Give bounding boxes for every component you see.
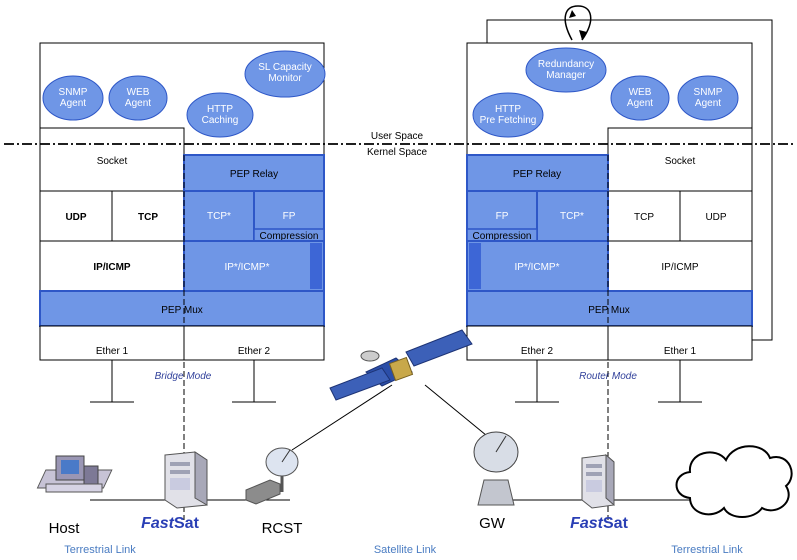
bridge-mode-label: Bridge Mode <box>155 371 212 382</box>
left-ether1-label: Ether 1 <box>96 346 129 357</box>
right-tcp-label: TCP <box>634 212 654 223</box>
gw-label: GW <box>479 515 506 532</box>
server-tower-icon <box>581 453 615 509</box>
modem-icon <box>245 479 281 505</box>
http-pre-fetching-bubble <box>472 92 544 138</box>
right-fp-label: FP <box>496 211 509 222</box>
host-label: Host <box>49 520 81 537</box>
redundancy-loop-arrow <box>564 5 592 41</box>
right-snmp-agent-bubble <box>677 75 739 121</box>
svg-text:Sat: Sat <box>603 515 629 532</box>
satellite-dish-icon <box>265 447 299 492</box>
left-compression-label: Compression <box>260 231 319 242</box>
left-ip-star-label: IP*/ICMP* <box>224 262 269 273</box>
left-ether2-label: Ether 2 <box>238 346 271 357</box>
redundancy-manager-bubble <box>525 47 607 93</box>
right-ip-icmp-label: IP/ICMP <box>661 262 699 273</box>
left-udp-label: UDP <box>65 212 86 223</box>
satellite-icon <box>329 329 473 401</box>
uplink-rcst <box>291 384 393 451</box>
right-ether2-label: Ether 2 <box>521 346 554 357</box>
user-space-label: User Space <box>371 131 424 142</box>
svg-text:Sat: Sat <box>174 515 200 532</box>
router-mode-label: Router Mode <box>579 371 637 382</box>
right-tcp-star-label: TCP* <box>560 211 584 222</box>
ethernet-stubs <box>90 360 702 403</box>
right-ether1-label: Ether 1 <box>664 346 697 357</box>
left-tcp-star-label: TCP* <box>207 211 231 222</box>
right-socket-label: Socket <box>665 156 696 167</box>
left-socket-label: Socket <box>97 156 128 167</box>
rcst-label: RCST <box>262 520 303 537</box>
right-pep-mux-label: PEP Mux <box>588 305 630 316</box>
left-pep-mux-label: PEP Mux <box>161 305 203 316</box>
kernel-space-label: Kernel Space <box>367 147 427 158</box>
svg-text:Fast: Fast <box>141 515 175 532</box>
left-ip-icmp-label: IP/ICMP <box>93 262 131 273</box>
right-compression-label: Compression <box>473 231 532 242</box>
gw-dish-icon <box>473 431 519 506</box>
cloud-icon <box>675 445 793 518</box>
satellite-link-caption: Satellite Link <box>374 544 437 556</box>
fastsat-left-label: Fast Sat <box>141 515 199 532</box>
fastsat-right-label: Fast Sat <box>570 515 628 532</box>
right-udp-label: UDP <box>705 212 726 223</box>
terrestrial-link-right-caption: Terrestrial Link <box>671 544 743 556</box>
snmp-agent-bubble <box>42 75 104 121</box>
right-web-agent-bubble <box>610 75 670 121</box>
server-tower-icon <box>164 451 208 509</box>
downlink-gw <box>424 384 493 441</box>
web-agent-bubble <box>108 75 168 121</box>
svg-text:Fast: Fast <box>570 515 604 532</box>
sl-capacity-monitor-bubble <box>244 50 326 98</box>
right-pep-relay-label: PEP Relay <box>513 169 561 180</box>
left-fp-label: FP <box>283 211 296 222</box>
left-tcp-label: TCP <box>138 212 158 223</box>
http-caching-bubble <box>186 92 254 138</box>
left-pep-relay-label: PEP Relay <box>230 169 278 180</box>
computer-icon <box>36 455 113 493</box>
right-ip-star-label: IP*/ICMP* <box>514 262 559 273</box>
terrestrial-link-left-caption: Terrestrial Link <box>64 544 136 556</box>
